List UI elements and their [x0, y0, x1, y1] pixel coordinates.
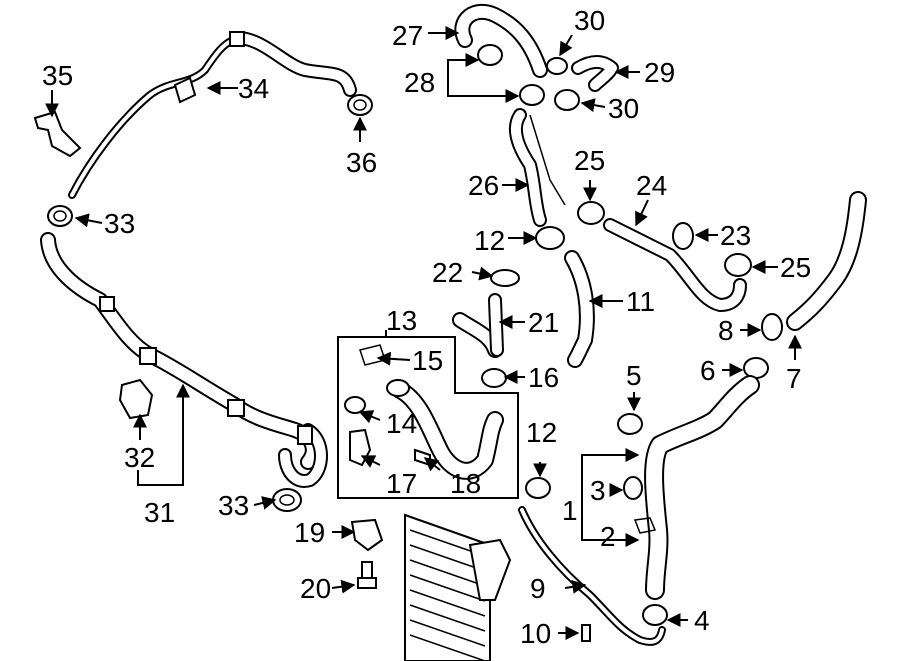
clamp-12-upper: [535, 226, 565, 250]
clamp-33-bottom: [272, 488, 302, 512]
callout-24: 24: [636, 170, 667, 201]
hose-11: [564, 250, 595, 368]
callout-36: 36: [346, 147, 377, 178]
kit-box-13: [337, 336, 519, 499]
callout-28: 28: [404, 67, 435, 98]
clamp-8: [761, 313, 783, 341]
clamp-22: [490, 269, 520, 287]
hose-26: [508, 108, 566, 227]
callout-17: 17: [386, 468, 417, 499]
callout-5: 5: [626, 360, 642, 391]
callout-16: 16: [528, 362, 559, 393]
hose-21: [452, 293, 504, 358]
callout-1: 1: [562, 495, 578, 526]
callout-33-top: 33: [104, 208, 135, 239]
callout-25-upper: 25: [574, 145, 605, 176]
clamp-30-upper: [546, 57, 568, 75]
callout-9: 9: [530, 573, 546, 604]
hose-7: [786, 191, 867, 331]
callout-22: 22: [432, 257, 463, 288]
clamp-36: [347, 94, 373, 116]
callout-10: 10: [520, 618, 551, 649]
callout-33-bottom: 33: [218, 490, 249, 521]
callout-20: 20: [300, 573, 331, 604]
hose-assembly-1: [623, 375, 760, 600]
callout-6: 6: [700, 355, 716, 386]
callout-25-lower: 25: [780, 252, 811, 283]
callout-3: 3: [590, 475, 606, 506]
hose-24: [603, 218, 747, 312]
callout-35: 35: [42, 60, 73, 91]
bracket-19: [350, 518, 384, 552]
callout-15: 15: [412, 345, 443, 376]
callout-30-upper: 30: [574, 5, 605, 36]
clamp-5: [617, 413, 643, 435]
clamp-25-lower: [724, 253, 752, 277]
callout-7: 7: [786, 363, 802, 394]
coolant-line-34: [68, 31, 357, 199]
clamp-32: [118, 378, 154, 420]
clamp-25-upper: [577, 201, 605, 225]
radiator: [404, 513, 512, 661]
clamp-23: [672, 222, 694, 250]
callout-2: 2: [600, 521, 616, 552]
coolant-line-31: [40, 232, 328, 488]
clamp-12-lower: [525, 477, 551, 499]
bolt-20: [357, 561, 377, 589]
callout-31: 31: [144, 497, 175, 528]
callout-23: 23: [720, 220, 751, 251]
callout-12-lower: 12: [526, 417, 557, 448]
hose-29: [571, 55, 619, 92]
coolant-line-9: [518, 506, 666, 646]
callout-34: 34: [238, 73, 269, 104]
callout-32: 32: [124, 442, 155, 473]
clamp-16: [481, 368, 507, 388]
callout-19: 19: [294, 517, 325, 548]
clamp-33-top: [47, 205, 73, 227]
callout-12-upper: 12: [474, 225, 505, 256]
callout-11: 11: [626, 286, 655, 317]
callout-13: 13: [386, 305, 417, 336]
callout-26: 26: [468, 170, 499, 201]
callout-4: 4: [694, 605, 710, 636]
callout-30-lower: 30: [608, 93, 639, 124]
callout-21: 21: [528, 307, 559, 338]
callout-8: 8: [718, 315, 734, 346]
callout-29: 29: [644, 57, 675, 88]
bracket-35: [33, 110, 82, 158]
clamp-28-upper: [477, 44, 503, 66]
callout-14: 14: [386, 408, 417, 439]
leader-lines: [45, 26, 802, 640]
hose-27: [454, 3, 548, 78]
callout-27: 27: [392, 20, 423, 51]
clamp-4: [642, 604, 668, 626]
clamp-6: [743, 357, 769, 379]
callout-labels: 35 34 36 33 32 31 33 19 20 13 15 14 17 1…: [42, 5, 811, 649]
callout-18: 18: [450, 468, 481, 499]
clamp-30-lower: [554, 89, 580, 111]
clamp-28-lower: [519, 84, 545, 106]
bolt-10: [581, 624, 591, 642]
